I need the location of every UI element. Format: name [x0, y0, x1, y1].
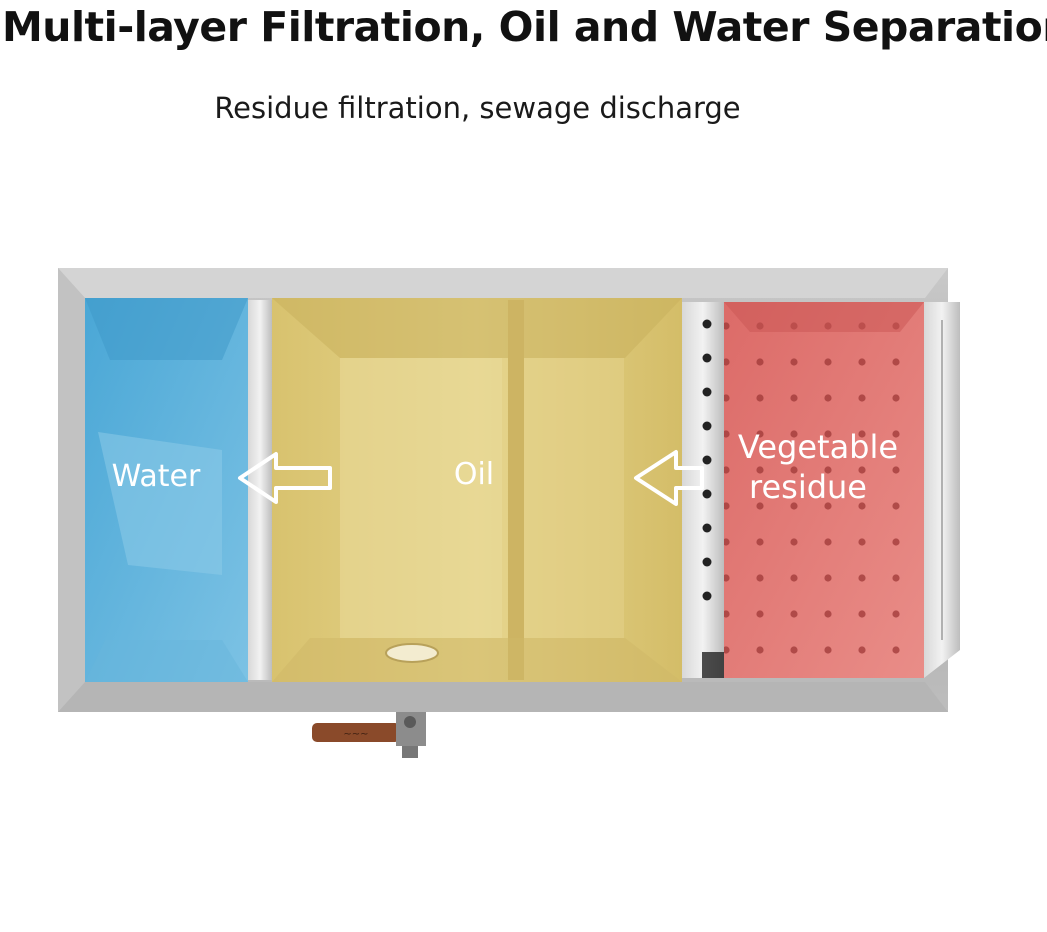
- residue-label-line2: residue: [749, 468, 867, 506]
- svg-text:~~~: ~~~: [343, 729, 368, 740]
- flow-arrow-oil-to-water: [238, 452, 332, 504]
- residue-basket: [724, 302, 924, 678]
- basket-side-panel: [924, 302, 960, 678]
- oil-label: Oil: [454, 457, 494, 492]
- separator-tank-diagram: Water Oil Vegetable residue ~~~: [58, 268, 960, 758]
- flow-arrow-residue-to-oil: [634, 450, 704, 506]
- residue-label-line1: Vegetable: [738, 428, 898, 466]
- drain-valve: ~~~: [312, 712, 426, 758]
- diagram-title: Multi-layer Filtration, Oil and Water Se…: [2, 3, 1047, 51]
- oil-chamber: [272, 298, 682, 682]
- water-chamber: [85, 298, 248, 682]
- perforated-filter-plate: [682, 302, 724, 678]
- diagram-subtitle: Residue filtration, sewage discharge: [214, 91, 741, 125]
- water-label: Water: [112, 459, 201, 494]
